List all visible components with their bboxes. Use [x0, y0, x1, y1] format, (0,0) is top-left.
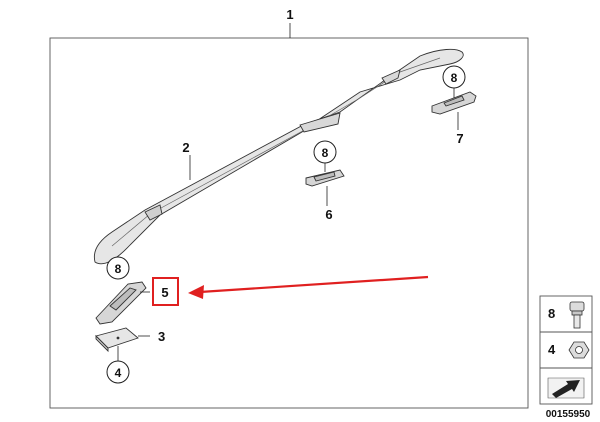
arrow-icon [547, 377, 585, 399]
hardware-legend: 8 4 [539, 295, 593, 405]
roof-rail[interactable] [93, 48, 464, 265]
highlight-arrow [188, 275, 429, 299]
legend-label-4: 4 [548, 342, 556, 357]
middle-mount[interactable] [305, 169, 345, 187]
label-5: 5 [161, 285, 168, 300]
label-7: 7 [456, 131, 463, 146]
nut-icon [568, 341, 590, 359]
callout-8-rear: 8 [451, 71, 458, 85]
label-3: 3 [158, 329, 165, 344]
diagram-number: 00155950 [546, 409, 591, 420]
legend-label-8: 8 [548, 306, 555, 321]
highlight-box [152, 277, 179, 306]
callout-8-middle: 8 [322, 146, 329, 160]
callout-8-front: 8 [115, 262, 122, 276]
label-2: 2 [182, 140, 189, 155]
front-mount[interactable] [95, 281, 147, 325]
label-1: 1 [286, 7, 293, 22]
callout-4: 4 [115, 366, 122, 380]
rear-mount[interactable] [431, 91, 477, 115]
bolt-icon [569, 301, 585, 329]
callout-circle-4 [106, 360, 130, 384]
callout-circle-8-front [106, 256, 130, 280]
cover-plate[interactable] [95, 327, 139, 353]
label-6: 6 [325, 207, 332, 222]
diagram-frame [49, 37, 529, 409]
